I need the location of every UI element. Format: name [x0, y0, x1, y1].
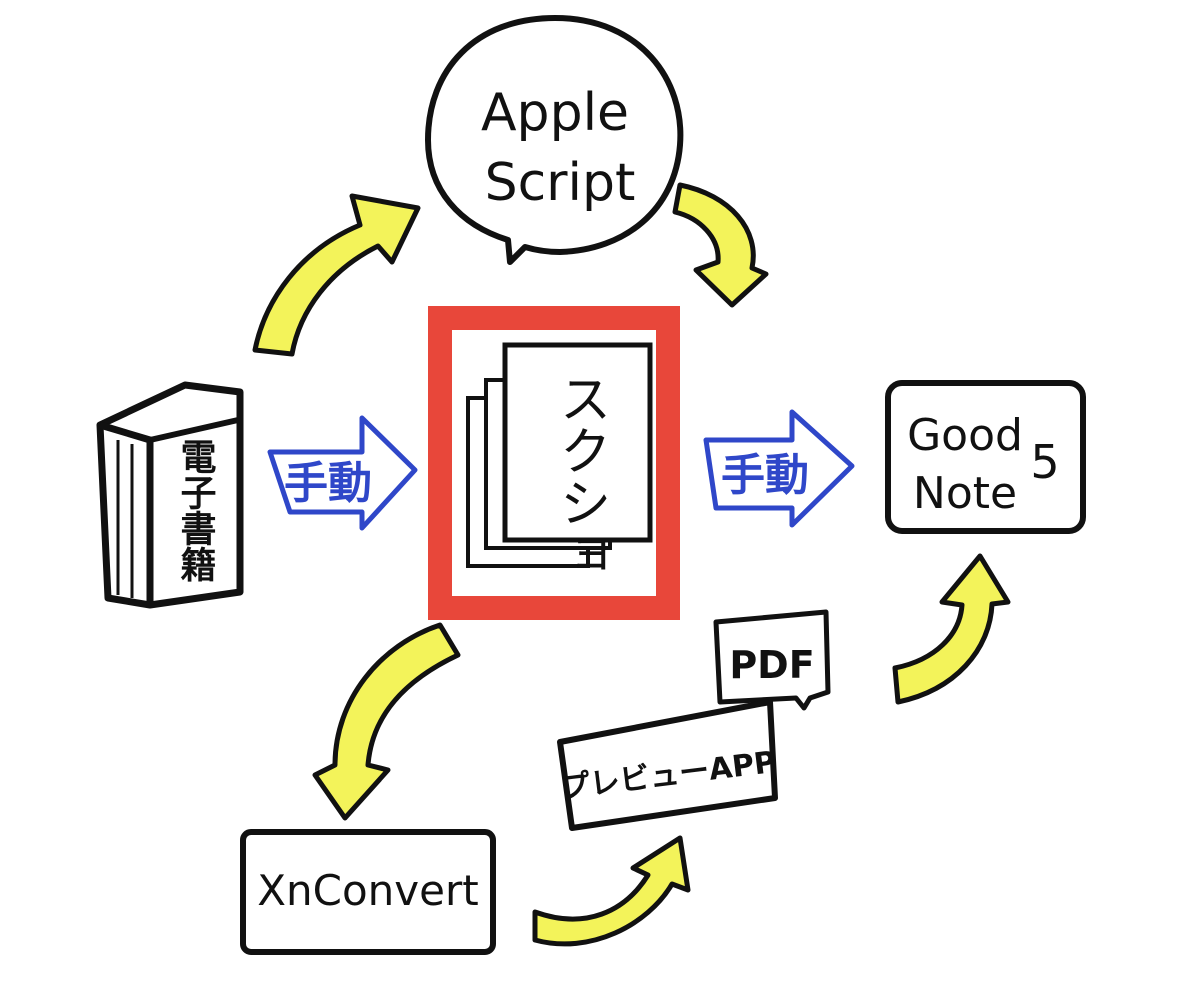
flow-arrow-ebook-to-applescript [252, 193, 421, 357]
flow-arrows [252, 182, 1011, 947]
goodnotes-suffix: 5 [1030, 435, 1059, 489]
goodnotes-label-line1: Good [907, 410, 1023, 461]
goodnotes-box [885, 380, 1086, 534]
book-icon [96, 381, 244, 609]
manual-label-left: 手動 [284, 458, 372, 509]
screenshots-node: スクショ [428, 306, 680, 620]
applescript-label-line2: Script [485, 153, 636, 213]
screenshot-stack-front [502, 342, 653, 543]
applescript-node: Apple Script [425, 15, 684, 265]
preview-app-box [557, 699, 778, 831]
applescript-label-line1: Apple [481, 83, 629, 143]
goodnotes-label-line2: Note [913, 468, 1017, 519]
highlight-frame [428, 306, 680, 620]
ebook-label: 電子書籍 [175, 438, 217, 582]
pdf-tag-label: PDF [729, 643, 814, 687]
pdf-tag-icon [713, 609, 831, 711]
flow-arrow-applescript-to-screenshots [672, 182, 769, 308]
preview-app-node: PDF プレビューAPP [557, 609, 831, 831]
manual-arrow-left: 手動 [267, 415, 418, 531]
flow-arrow-screenshots-to-xnconvert [312, 622, 461, 821]
flow-arrow-preview-to-goodnotes [892, 553, 1011, 705]
flow-arrow-xnconvert-to-preview [532, 835, 691, 947]
speech-bubble-icon [425, 15, 684, 265]
screenshots-label: スクショ [550, 372, 610, 580]
manual-arrow-right: 手動 [703, 409, 855, 528]
xnconvert-box [240, 829, 496, 955]
xnconvert-label: XnConvert [257, 866, 478, 915]
goodnotes-node: Good Note 5 [885, 380, 1086, 534]
ebook-node: 電子書籍 [96, 381, 244, 609]
xnconvert-node: XnConvert [240, 829, 496, 955]
manual-label-right: 手動 [721, 450, 809, 501]
